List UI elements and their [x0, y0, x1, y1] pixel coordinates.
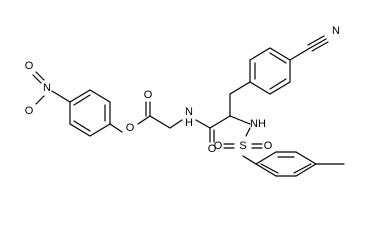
bond: [149, 115, 171, 129]
bond: [73, 94, 91, 106]
bond: [295, 163, 317, 177]
bond: [255, 151, 277, 165]
sulfonyl-oxygen-left-label: O: [214, 140, 223, 152]
sulfonyl-sulfur-label: S: [239, 140, 246, 152]
bond: [269, 47, 291, 61]
bond: [249, 47, 271, 61]
nitro-oxygen-lower-label: O: [25, 105, 34, 117]
ester-carbonyl-oxygen-label: O: [144, 89, 153, 101]
bond: [269, 81, 291, 95]
sulfonyl-oxygen-right-label: O: [264, 140, 273, 152]
bond: [295, 151, 317, 165]
bond: [269, 78, 287, 90]
bonds: [32, 35, 345, 177]
bond: [209, 115, 231, 129]
bond: [195, 119, 211, 129]
bond: [249, 81, 271, 95]
bond: [293, 163, 312, 174]
atom-labels: N N O O O O N H O NH S O O: [25, 25, 340, 155]
bond: [109, 123, 123, 133]
bond: [260, 163, 279, 174]
bond: [242, 155, 257, 165]
bond: [309, 38, 327, 49]
bond: [311, 41, 329, 52]
amide-nitrogen-label: N: [185, 106, 193, 118]
bond: [307, 35, 325, 46]
bond: [229, 115, 251, 125]
bond: [51, 90, 71, 103]
bond: [89, 89, 111, 103]
sulfonamide-nh-label: NH: [250, 118, 266, 130]
bond: [269, 52, 287, 64]
bond: [229, 81, 251, 95]
nitro-nitrogen-label: N: [43, 82, 51, 94]
cyano-nitrogen-label: N: [332, 25, 340, 37]
bond: [35, 95, 45, 105]
molecule-structure: N N O O O O N H O NH S O O: [25, 25, 345, 177]
bond: [89, 123, 111, 137]
ester-ring-oxygen-label: O: [126, 122, 135, 134]
bond: [69, 89, 91, 103]
bond: [32, 74, 42, 84]
bond: [289, 47, 311, 61]
bond: [69, 123, 91, 137]
bond: [169, 119, 183, 129]
molecule-canvas: N N O O O O N H O NH S O O: [25, 25, 345, 177]
bond: [255, 163, 277, 177]
amide-hydrogen-label: H: [185, 117, 193, 129]
nitro-oxygen-upper-label: O: [25, 60, 34, 72]
bond: [245, 127, 251, 137]
bond: [137, 115, 151, 125]
bond: [73, 120, 91, 132]
amide-carbonyl-oxygen-label: O: [208, 143, 217, 155]
bond: [35, 71, 45, 81]
